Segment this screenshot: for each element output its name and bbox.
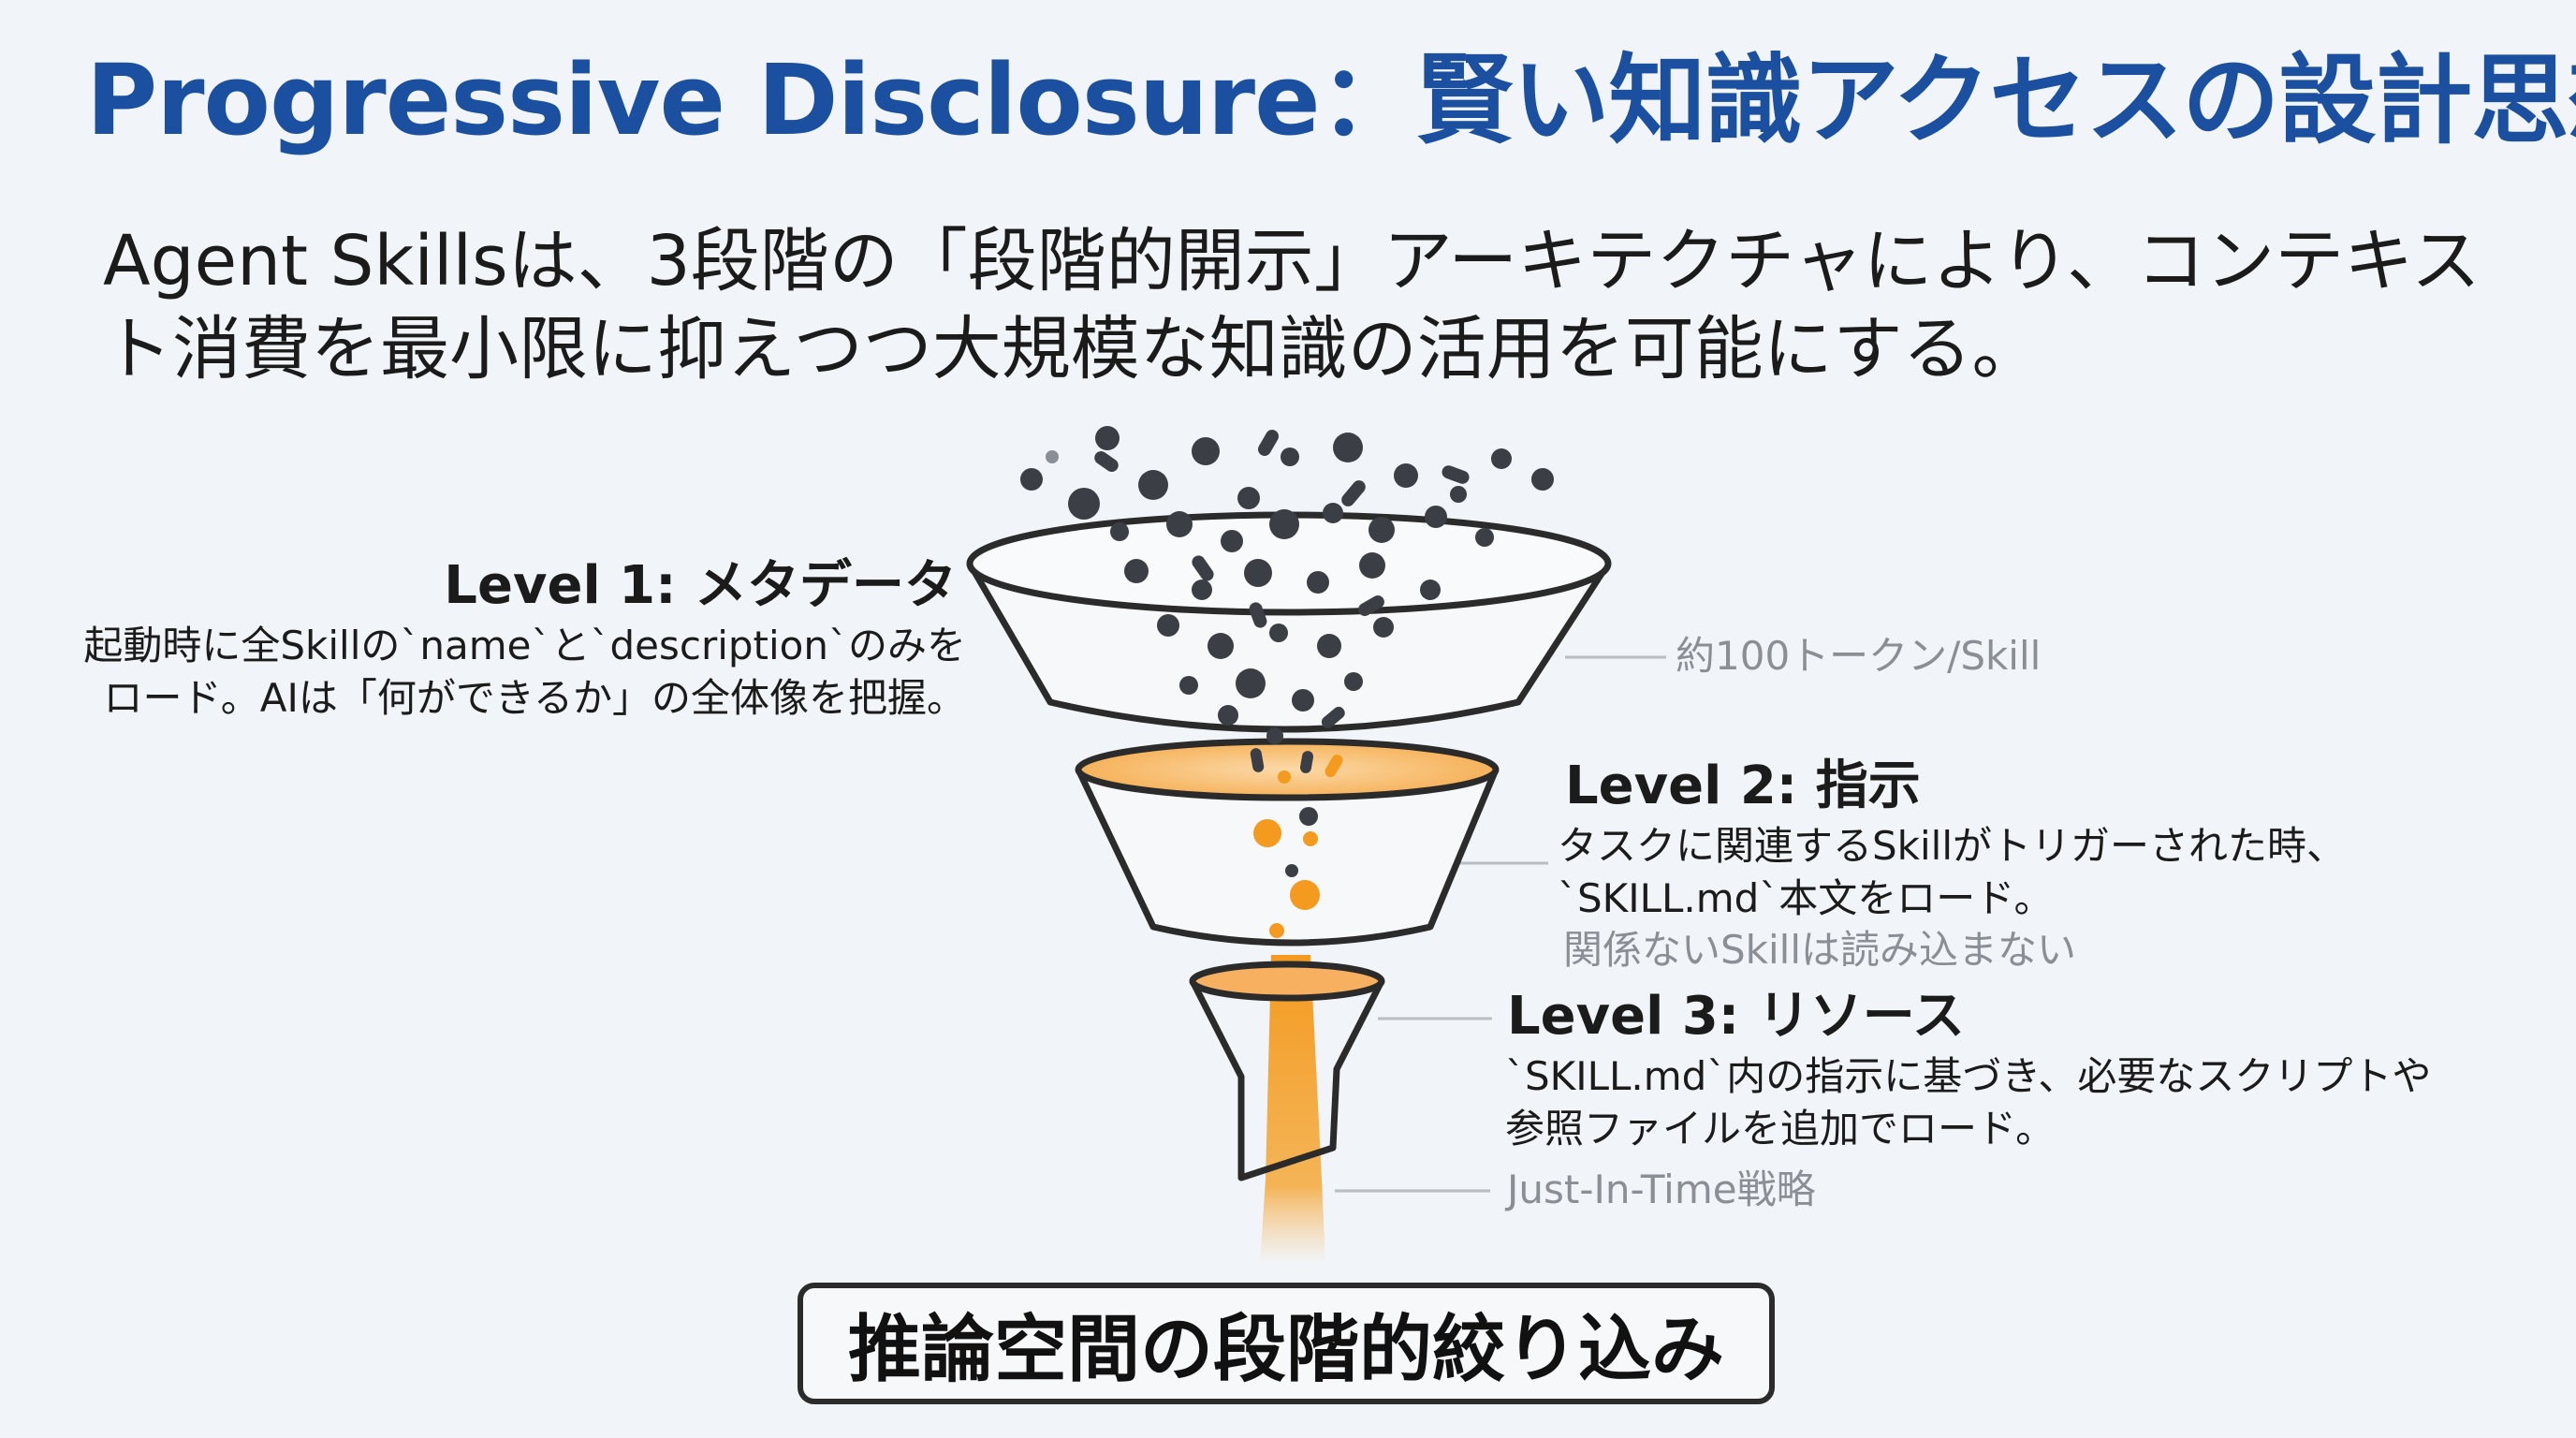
funnel-stage-1 <box>966 511 1612 733</box>
funnel-stage-2 <box>1075 738 1500 946</box>
level-3-line-2: 参照ファイルを追加でロード。 <box>1505 1106 2056 1152</box>
summary-label: 推論空間の段階的絞り込み <box>847 1308 1724 1392</box>
level-2-note: 関係ないSkillは読み込まない <box>1563 927 2076 973</box>
level-1-line-1: 起動時に全Skillの`name`と`description`のみを <box>83 623 966 668</box>
summary-box: 推論空間の段階的絞り込み <box>798 1283 1775 1404</box>
level-2-heading: Level 2: 指示 <box>1565 756 1921 816</box>
level-1-note: 約100トークン/Skill <box>1676 633 2042 679</box>
particles-orange <box>1253 754 1343 938</box>
level-1-heading: Level 1: メタデータ <box>444 555 957 616</box>
level-2-description: タスクに関連するSkillがトリガーされた時、 `SKILL.md`本文をロード… <box>1558 820 2346 925</box>
level-3-line-1: `SKILL.md`内の指示に基づき、必要なスクリプトや <box>1505 1053 2432 1099</box>
level-3-note: Just-In-Time戦略 <box>1507 1167 1816 1212</box>
page-subtitle: Agent Skillsは、3段階の「段階的開示」アーキテクチャにより、コンテキ… <box>103 221 2481 389</box>
focus-stream <box>1260 955 1325 1264</box>
level-3-heading: Level 3: リソース <box>1507 986 1965 1047</box>
level-2-line-1: タスクに関連するSkillがトリガーされた時、 <box>1558 823 2346 869</box>
level-2-line-2: `SKILL.md`本文をロード。 <box>1558 875 2054 921</box>
connector-lines <box>1335 655 1666 1193</box>
level-3-description: `SKILL.md`内の指示に基づき、必要なスクリプトや 参照ファイルを追加でロ… <box>1505 1050 2431 1155</box>
particles-dark <box>1020 426 1554 877</box>
page-title: Progressive Disclosure：賢い知識アクセスの設計思想 <box>86 43 2576 157</box>
level-1-description: 起動時に全Skillの`name`と`description`のみを ロード。A… <box>83 620 966 725</box>
funnel-stage-3 <box>1189 961 1385 1181</box>
level-1-line-2: ロード。AIは「何ができるか」の全体像を把握。 <box>103 675 966 721</box>
